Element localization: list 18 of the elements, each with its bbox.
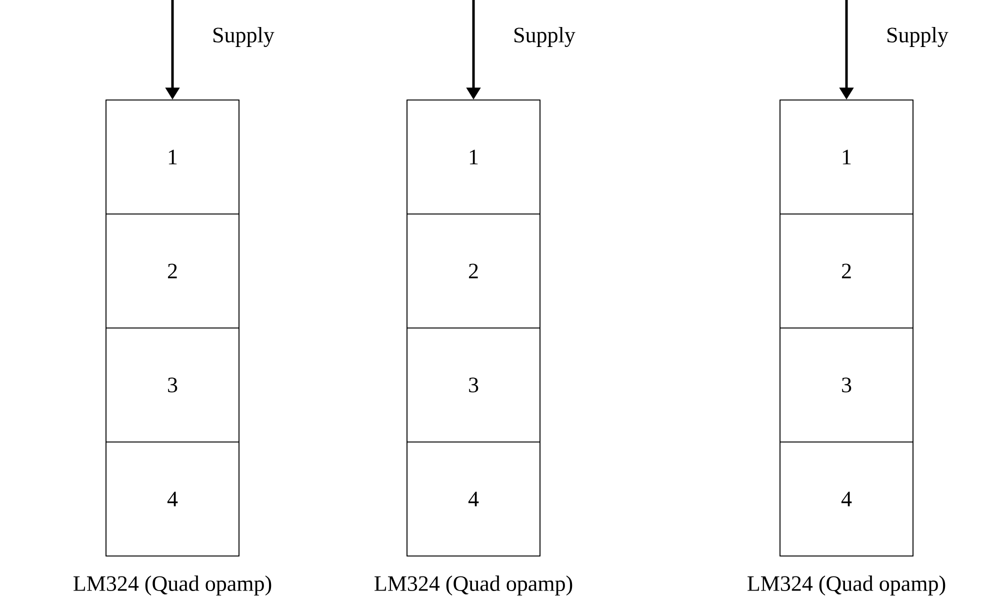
unit-cell: 2 — [406, 214, 540, 328]
edge-label: Supply — [888, 27, 948, 48]
chip-caption: LM324 (Quad opamp) — [74, 576, 272, 596]
chip-caption: LM324 (Quad opamp) — [748, 576, 946, 596]
chip-caption: LM324 (Quad opamp) — [374, 576, 572, 596]
unit-cell: 1 — [106, 100, 240, 214]
unit-cell: 3 — [106, 328, 240, 442]
unit-cell: 3 — [780, 328, 914, 442]
unit-cell: 1 — [780, 100, 914, 214]
unit-cell: 2 — [106, 214, 240, 328]
unit-cell: 2 — [780, 214, 914, 328]
unit-cell: 4 — [406, 442, 540, 556]
unit-cell: 4 — [106, 442, 240, 556]
unit-cell: 3 — [406, 328, 540, 442]
unit-cell: 1 — [406, 100, 540, 214]
unit-cell: 4 — [780, 442, 914, 556]
edge-label: Supply — [214, 27, 274, 48]
edge-label: Supply — [514, 27, 576, 48]
